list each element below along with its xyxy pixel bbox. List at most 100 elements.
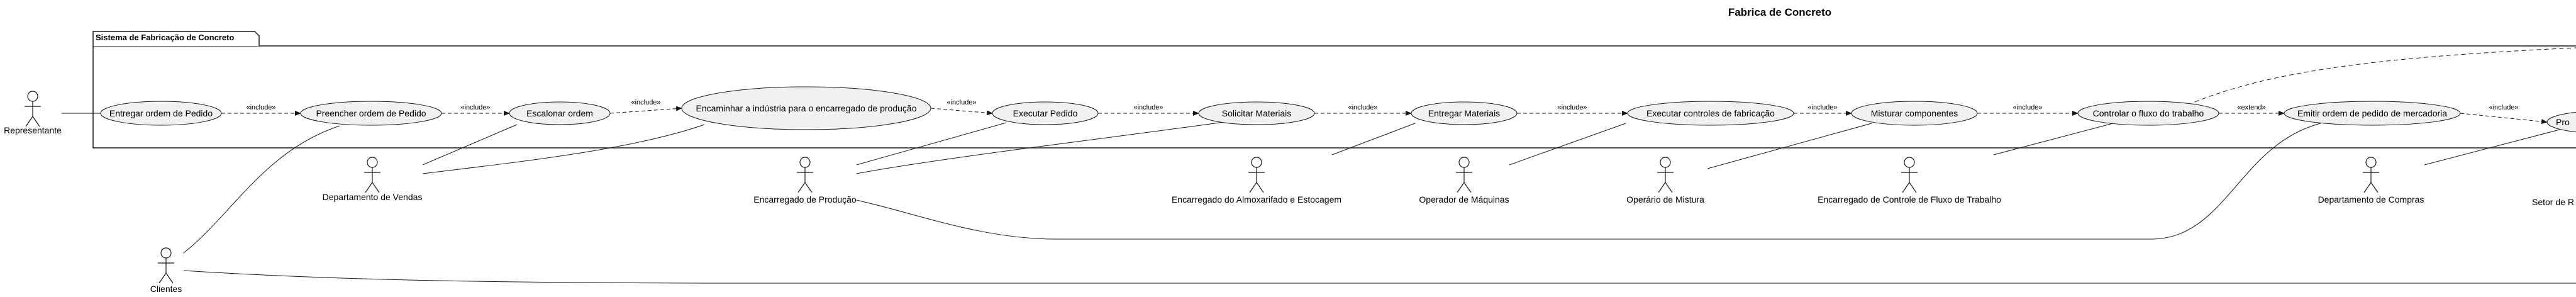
use-case-label: Entregar Materiais: [1428, 108, 1500, 118]
actor-figure-icon: [158, 247, 174, 284]
assoc-almox-uc7: [1331, 123, 1416, 155]
use-case-ellipse: [992, 101, 1099, 125]
use-case-uc3: Escalonar ordem: [509, 101, 611, 125]
use-case-label: Pro: [2556, 117, 2570, 127]
relation-label-uc4-uc5: «include»: [947, 99, 976, 106]
use-cases: Entregar ordem de Pedido Preencher ordem …: [100, 86, 2576, 133]
use-case-uc10: Controlar o fluxo do trabalho: [2077, 101, 2219, 126]
use-case-ellipse: [681, 86, 931, 130]
relation-label-uc11-uc12: «include»: [2489, 104, 2518, 111]
relations: «include» «include» «include» «include» «inc…: [221, 99, 2548, 125]
actor-label: Setor de R: [2532, 197, 2574, 207]
relation-label-uc9-uc10: «include»: [2012, 104, 2042, 111]
use-case-uc4: Encaminhar a indústria para o encarregad…: [681, 86, 931, 130]
actor-label: Operário de Mistura: [1626, 194, 1704, 205]
actor-figure-icon: [1657, 157, 1674, 193]
use-case-ellipse: [1198, 101, 1315, 125]
use-case-uc6: Solicitar Materiais: [1198, 101, 1315, 125]
relation-label-uc1-uc2: «include»: [246, 104, 275, 111]
actor-label: Representante: [4, 125, 62, 135]
assoc-compras-uc12: [2424, 129, 2560, 165]
actor-figure-icon: [797, 157, 813, 193]
relation-label-uc7-uc8: «include»: [1557, 104, 1587, 111]
use-case-label: Executar Pedido: [1013, 108, 1078, 118]
relation-arrow-uc11-uc12: [2460, 113, 2548, 125]
assoc-fluxo-uc10: [1993, 123, 2114, 155]
actor-representante: Representante: [4, 91, 62, 135]
actor-label: Departamento de Compras: [2318, 194, 2424, 205]
relation-label-uc5-uc6: «include»: [1133, 104, 1163, 111]
relation-label-uc10-uc11: «extend»: [2237, 104, 2265, 111]
actor-label: Encarregado de Produção: [753, 194, 857, 205]
use-case-ellipse: [1851, 101, 1978, 126]
use-case-label: Misturar componentes: [1871, 108, 1958, 118]
assoc-mistura-uc9: [1707, 123, 1872, 169]
relation-label-uc3-uc4: «include»: [631, 99, 660, 106]
actor-compras: Departamento de Compras: [2318, 157, 2424, 205]
actor-label: Operador de Máquinas: [1419, 194, 1509, 205]
assoc-producao-uc5: [856, 122, 1007, 165]
use-case-ellipse: [1627, 101, 1794, 126]
actor-producao: Encarregado de Produção: [753, 157, 857, 205]
use-case-ellipse: [100, 101, 222, 126]
actor-figure-icon: [1248, 157, 1265, 193]
use-case-uc1: Entregar ordem de Pedido: [100, 101, 222, 126]
system-boundary-label: Sistema de Fabricação de Concreto: [96, 33, 234, 42]
assoc-producao-uc6: [856, 120, 1233, 174]
actor-vendas: Departamento de Vendas: [323, 157, 423, 202]
use-case-label: Entregar ordem de Pedido: [109, 108, 213, 118]
use-case-label: Escalonar ordem: [526, 108, 593, 118]
actor-setor: Setor de R: [2532, 197, 2574, 207]
actor-label: Departamento de Vendas: [323, 192, 423, 202]
assoc-vendas-uc4: [422, 124, 705, 174]
relation-label-uc2-uc3: «include»: [460, 104, 490, 111]
use-case-label: Emitir ordem de pedido de mercadoria: [2297, 108, 2447, 118]
use-case-label: Encaminhar a indústria para o encarregad…: [696, 103, 916, 113]
system-boundary: Sistema de Fabricação de Concreto: [92, 31, 2576, 148]
assoc-vendas-uc3: [422, 124, 518, 165]
actor-figure-icon: [364, 157, 380, 193]
assoc-maquinas-uc8: [1509, 123, 1626, 165]
actor-label: Clientes: [150, 284, 182, 294]
use-case-label: Controlar o fluxo do trabalho: [2093, 108, 2204, 118]
assoc-clientes-extra: [183, 270, 2576, 284]
actor-maquinas: Operador de Máquinas: [1419, 157, 1509, 205]
relation-arrow-uc3-uc4: [609, 106, 682, 114]
actor-figure-icon: [25, 91, 41, 127]
actor-figure-icon: [1901, 157, 1918, 193]
use-case-label: Preencher ordem de Pedido: [316, 108, 426, 118]
actor-figure-icon: [2363, 157, 2379, 193]
actor-mistura: Operário de Mistura: [1626, 157, 1704, 205]
use-case-uc8: Executar controles de fabricação: [1627, 101, 1794, 126]
actor-fluxo: Encarregado de Controle de Fluxo de Trab…: [1818, 157, 2001, 205]
use-case-ellipse: [300, 101, 442, 126]
assoc-producao-uc11: [856, 123, 2321, 240]
use-case-ellipse: [1411, 101, 1518, 125]
use-case-ellipse: [2284, 101, 2461, 126]
use-case-label: Solicitar Materiais: [1222, 108, 1291, 118]
assoc-clientes-uc2: [183, 125, 340, 254]
relation-label-uc8-uc9: «include»: [1807, 104, 1837, 111]
use-case-uc2: Preencher ordem de Pedido: [300, 101, 442, 126]
associations: [62, 47, 2576, 284]
actor-figure-icon: [1456, 157, 1472, 193]
use-case-uc5: Executar Pedido: [992, 101, 1099, 125]
relation-label-uc6-uc7: «include»: [1348, 104, 1377, 111]
actor-label: Encarregado de Controle de Fluxo de Trab…: [1818, 194, 2001, 205]
actor-label: Encarregado do Almoxarifado e Estocagem: [1172, 194, 1341, 205]
use-case-label: Executar controles de fabricação: [1646, 108, 1775, 118]
use-case-uc12: Pro: [2546, 111, 2576, 133]
use-case-uc9: Misturar componentes: [1851, 101, 1978, 126]
use-case-ellipse: [2077, 101, 2219, 126]
use-case-ellipse: [2546, 111, 2576, 133]
use-case-ellipse: [509, 101, 611, 125]
diagram-title: Fabrica de Concreto: [1728, 6, 1831, 18]
use-case-uc7: Entregar Materiais: [1411, 101, 1518, 125]
actor-almox: Encarregado do Almoxarifado e Estocagem: [1172, 157, 1341, 205]
assoc-uc10-offpage: [2194, 47, 2576, 103]
actor-clientes: Clientes: [150, 247, 182, 294]
use-case-uc11: Emitir ordem de pedido de mercadoria: [2284, 101, 2461, 126]
relation-arrow-uc4-uc5: [930, 108, 993, 116]
